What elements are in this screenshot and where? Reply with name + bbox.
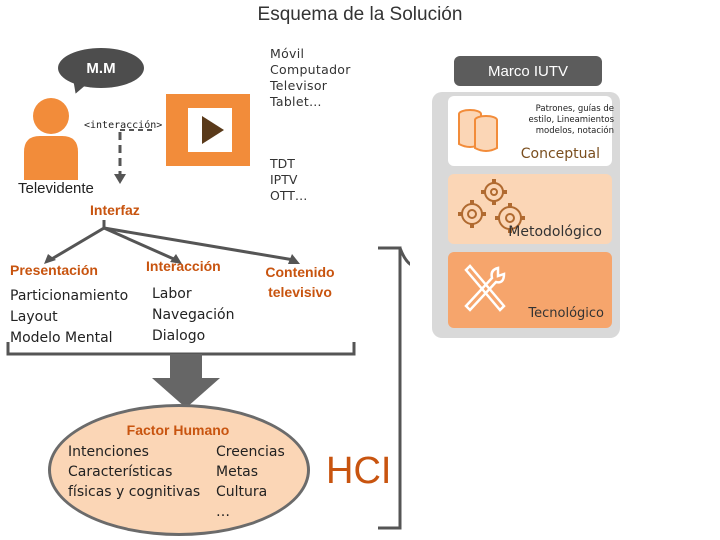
device-item: Móvil (270, 46, 305, 61)
presentacion-label: Presentación (10, 262, 98, 278)
tecnologico-section (448, 252, 612, 328)
conceptual-label: Conceptual (520, 146, 600, 162)
interaccion-label: Interacción (146, 258, 221, 274)
conceptual-desc-line: estilo, Lineamientos (528, 115, 614, 125)
dashed-arrow (114, 132, 126, 184)
marco-header: Marco IUTV (454, 56, 602, 86)
factor-item: Metas (216, 464, 259, 480)
factor-humano-title: Factor Humano (126, 422, 230, 438)
diagram-title: Esquema de la Solución (257, 4, 463, 25)
factor-humano-ellipse (48, 404, 310, 536)
branch-arrows (44, 220, 300, 264)
device-item: Computador (270, 62, 351, 77)
presentacion-item: Particionamiento (10, 288, 129, 304)
interaccion-item: Labor (152, 286, 192, 302)
device-item: Televisor (270, 78, 328, 93)
factor-humano-left: Intenciones Características físicas y co… (68, 442, 200, 502)
presentacion-item: Layout (10, 309, 58, 325)
device-item: Tablet… (270, 94, 322, 109)
factor-humano-title-wrap: Factor Humano (0, 422, 356, 438)
interaccion-item: Dialogo (152, 328, 206, 344)
conceptual-description: Patrones, guías de estilo, Lineamientos … (504, 104, 614, 137)
presentacion-list: Particionamiento Layout Modelo Mental (10, 286, 128, 349)
conceptual-desc-line: Patrones, guías de (535, 104, 614, 114)
televidente-label: Televidente (18, 180, 94, 197)
tools-icon (464, 264, 506, 312)
interaccion-list: Labor Navegación Dialogo (152, 284, 234, 347)
broadcast-list: TDT IPTV OTT… (270, 156, 307, 204)
factor-item: Intenciones (68, 444, 149, 460)
broadcast-item: TDT (270, 156, 295, 171)
interaccion-item: Navegación (152, 307, 235, 323)
marco-header-text: Marco IUTV (487, 62, 568, 80)
gears-icon (458, 179, 525, 233)
factor-item: Creencias (216, 444, 285, 460)
down-arrow-icon (152, 354, 220, 408)
tecnologico-label: Tecnológico (528, 306, 604, 321)
speech-bubble: M.M (58, 48, 144, 88)
conceptual-desc-line: modelos, notación (535, 126, 614, 136)
play-icon (166, 94, 250, 166)
bubble-text: M.M (86, 59, 116, 77)
contenido-line: televisivo (268, 284, 332, 300)
database-icon (458, 109, 498, 152)
factor-item: físicas y cognitivas (68, 484, 201, 500)
interaction-tag: <interacción> (84, 120, 163, 131)
interfaz-label: Interfaz (90, 202, 140, 218)
factor-item: Cultura (216, 484, 268, 500)
dashed-link (120, 129, 156, 131)
factor-item: Características (68, 464, 173, 480)
person-icon (24, 98, 78, 180)
presentacion-item: Modelo Mental (10, 330, 113, 346)
devices-list: Móvil Computador Televisor Tablet… (270, 46, 351, 110)
broadcast-item: OTT… (270, 188, 308, 203)
contenido-label: Contenido televisivo (258, 262, 342, 302)
metodologico-section (448, 174, 612, 244)
contenido-line: Contenido (265, 264, 335, 280)
hci-bracket (378, 246, 410, 530)
metodologico-label: Metodológico (508, 224, 602, 240)
factor-humano-right: Creencias Metas Cultura … (216, 442, 285, 522)
factor-item: … (216, 504, 230, 520)
hci-label: HCI (326, 450, 392, 492)
broadcast-item: IPTV (270, 172, 298, 187)
